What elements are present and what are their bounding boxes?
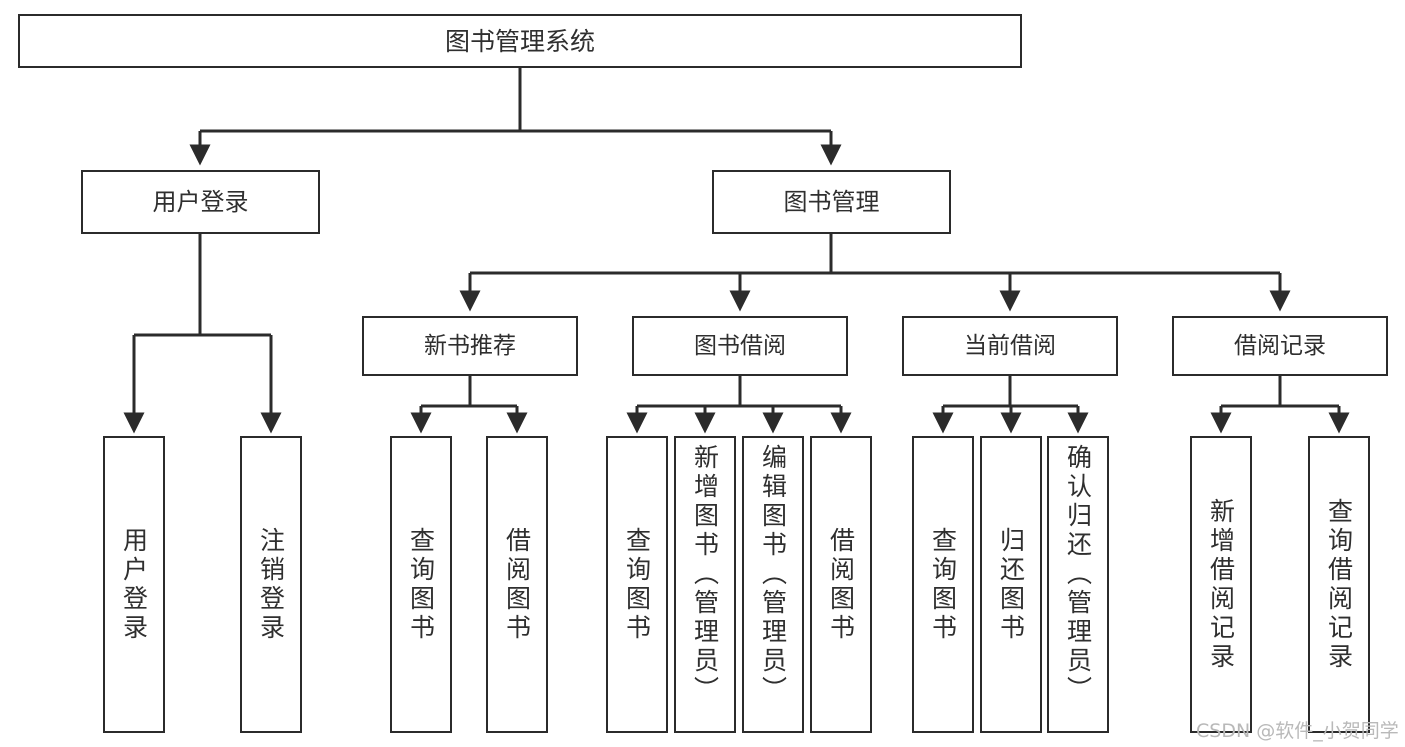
leaf-logout[interactable]: 注销登录 [240, 436, 302, 733]
leaf-edit-book-admin[interactable]: 编辑图书（管理员） [742, 436, 804, 733]
leaf-edit-book-admin-label: 编辑图书（管理员） [758, 444, 788, 705]
leaf-borrow-book-borrow-label: 借阅图书 [826, 526, 856, 643]
leaf-add-book-admin-label: 新增图书（管理员） [690, 444, 720, 705]
leaf-query-book-current[interactable]: 查询图书 [912, 436, 974, 733]
leaf-add-borrow-record[interactable]: 新增借阅记录 [1190, 436, 1252, 733]
leaf-confirm-return-admin-label: 确认归还（管理员） [1063, 444, 1093, 705]
node-borrow-record[interactable]: 借阅记录 [1172, 316, 1388, 376]
leaf-query-book-newbook-label: 查询图书 [406, 526, 436, 643]
node-book-borrow[interactable]: 图书借阅 [632, 316, 848, 376]
leaf-query-book-borrow[interactable]: 查询图书 [606, 436, 668, 733]
node-root-label: 图书管理系统 [444, 26, 595, 56]
leaf-logout-label: 注销登录 [256, 526, 286, 643]
leaf-add-book-admin[interactable]: 新增图书（管理员） [674, 436, 736, 733]
leaf-query-book-newbook[interactable]: 查询图书 [390, 436, 452, 733]
leaf-query-book-current-label: 查询图书 [928, 526, 958, 643]
node-current-borrow[interactable]: 当前借阅 [902, 316, 1118, 376]
leaf-query-borrow-record[interactable]: 查询借阅记录 [1308, 436, 1370, 733]
node-user-login-label: 用户登录 [152, 188, 249, 216]
leaf-borrow-book-newbook[interactable]: 借阅图书 [486, 436, 548, 733]
node-new-book-recommend[interactable]: 新书推荐 [362, 316, 578, 376]
leaf-borrow-book-newbook-label: 借阅图书 [502, 526, 532, 643]
leaf-borrow-book-borrow[interactable]: 借阅图书 [810, 436, 872, 733]
leaf-return-book-label: 归还图书 [996, 526, 1026, 643]
node-book-management-label: 图书管理 [783, 188, 880, 216]
leaf-user-login-label: 用户登录 [119, 526, 149, 643]
leaf-user-login[interactable]: 用户登录 [103, 436, 165, 733]
leaf-query-book-borrow-label: 查询图书 [622, 526, 652, 643]
csdn-watermark: CSDN @软件_小贺同学 [1196, 720, 1399, 742]
node-book-borrow-label: 图书借阅 [694, 332, 786, 359]
node-new-book-recommend-label: 新书推荐 [424, 332, 516, 359]
leaf-query-borrow-record-label: 查询借阅记录 [1324, 497, 1354, 672]
leaf-return-book[interactable]: 归还图书 [980, 436, 1042, 733]
node-book-management[interactable]: 图书管理 [712, 170, 951, 234]
leaf-confirm-return-admin[interactable]: 确认归还（管理员） [1047, 436, 1109, 733]
node-user-login[interactable]: 用户登录 [81, 170, 320, 234]
leaf-add-borrow-record-label: 新增借阅记录 [1206, 497, 1236, 672]
node-current-borrow-label: 当前借阅 [964, 332, 1056, 359]
node-root[interactable]: 图书管理系统 [18, 14, 1022, 68]
node-borrow-record-label: 借阅记录 [1234, 332, 1326, 359]
